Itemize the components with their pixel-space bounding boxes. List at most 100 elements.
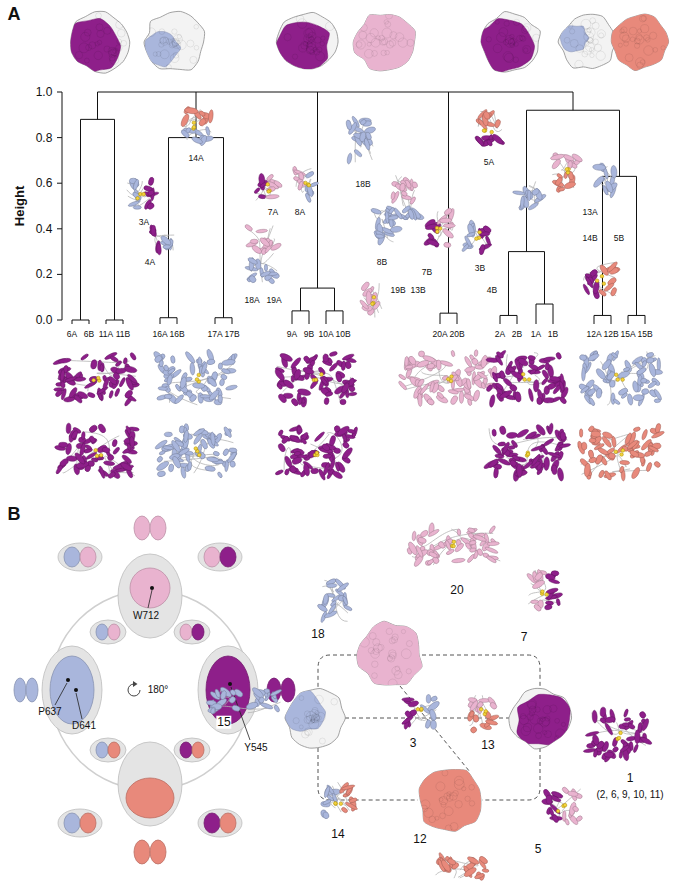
surface-texture (582, 51, 588, 57)
surface-blob (64, 11, 130, 73)
helix (470, 726, 478, 734)
helix (646, 352, 655, 358)
ligand (268, 189, 272, 193)
helix (157, 470, 166, 477)
helix (409, 196, 416, 205)
tick-label: 0.8 (35, 131, 54, 144)
dendrogram-branch (611, 315, 612, 324)
helix (146, 202, 155, 211)
helix (427, 558, 435, 565)
helix (353, 149, 362, 158)
helix (506, 432, 518, 439)
helix (208, 110, 214, 124)
loop (281, 373, 341, 403)
helix (528, 388, 535, 402)
surface-texture (621, 27, 627, 33)
monomer-outline (42, 646, 102, 734)
helix (248, 274, 257, 284)
helix (277, 443, 286, 453)
interface-patch (517, 694, 570, 745)
dendrogram-branch (594, 315, 595, 324)
surface-texture (455, 800, 463, 808)
surface-blob (285, 688, 346, 748)
helix (429, 381, 435, 393)
helix (401, 715, 414, 725)
helix (96, 386, 109, 396)
helix (159, 450, 166, 456)
ligand (614, 373, 618, 377)
helix (297, 388, 311, 397)
helix (588, 397, 596, 407)
residue-dot (66, 678, 70, 682)
surface-texture (299, 44, 307, 52)
dimer-half (220, 813, 236, 833)
surface-texture (527, 714, 534, 721)
surface-texture (398, 38, 407, 47)
helix (214, 689, 221, 699)
tick-label: 1.0 (35, 86, 54, 99)
surface-texture (373, 639, 380, 646)
helix (407, 209, 414, 220)
helix (544, 604, 553, 611)
surface-texture (96, 24, 103, 31)
surface (144, 11, 205, 70)
ligand (136, 197, 140, 201)
helix (597, 447, 609, 456)
helix (123, 358, 128, 365)
ligand (565, 167, 569, 171)
loop (480, 111, 502, 131)
ligand (563, 803, 567, 807)
surface-texture (104, 27, 111, 34)
dendrogram-branch (89, 320, 90, 324)
ligand (619, 731, 623, 735)
helix (450, 395, 459, 406)
helix (629, 449, 640, 459)
dendrogram-branch (619, 110, 620, 176)
helix (259, 182, 266, 189)
helix (487, 541, 500, 546)
helix (132, 179, 139, 191)
helix (279, 352, 294, 363)
helix (318, 468, 327, 481)
helix (296, 426, 303, 434)
helix (343, 604, 353, 611)
surface-texture (520, 36, 525, 41)
dendrogram-branch (80, 119, 81, 320)
ligand (478, 230, 482, 234)
helix (619, 751, 623, 758)
helix (483, 710, 492, 720)
helix (191, 136, 203, 145)
surface-texture (495, 20, 499, 24)
dendrogram-branch (645, 315, 646, 324)
ligand (138, 192, 142, 196)
helix (247, 257, 258, 266)
helix (551, 465, 557, 475)
helix (417, 393, 422, 406)
helix (375, 230, 386, 238)
ligand (334, 802, 338, 806)
protein-cartoon (53, 351, 140, 407)
helix (341, 806, 349, 813)
helix (88, 424, 98, 434)
helix (604, 722, 614, 736)
helix (586, 387, 596, 396)
surface-texture (446, 795, 453, 802)
helix (109, 355, 119, 363)
helix (220, 690, 228, 700)
helix (325, 391, 334, 397)
surface-texture (575, 60, 583, 68)
surface (509, 688, 572, 749)
helix (81, 431, 85, 439)
helix (606, 261, 618, 274)
helix (509, 459, 518, 468)
helix (207, 376, 218, 388)
helix (363, 138, 371, 151)
helix (259, 236, 271, 247)
leader-line (55, 683, 67, 705)
helix (103, 460, 115, 466)
ligand (523, 378, 527, 382)
helix (305, 171, 315, 179)
surface-texture (527, 699, 536, 708)
helix (534, 571, 544, 582)
